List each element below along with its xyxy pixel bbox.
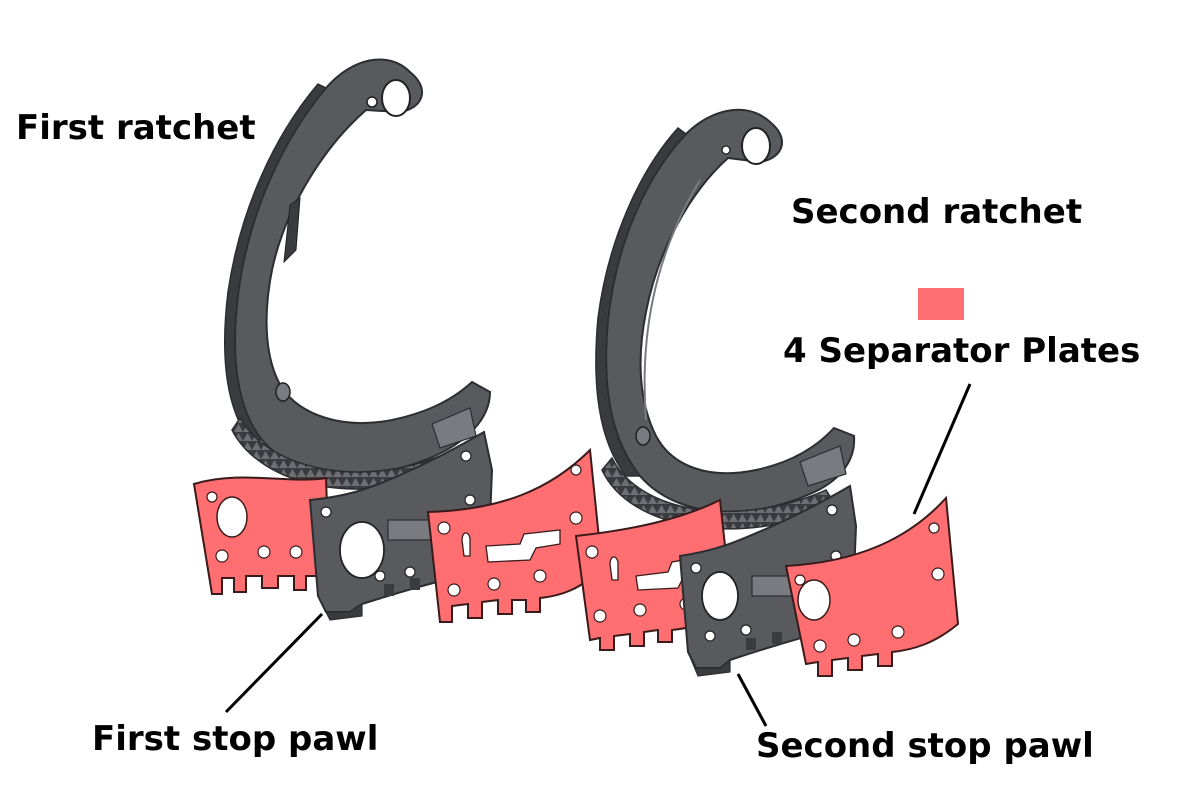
first-ratchet-label: First ratchet: [16, 108, 256, 148]
separator-plate-2: [426, 447, 604, 623]
second-ratchet: [595, 108, 856, 530]
separator-plate-color-swatch: [918, 288, 964, 320]
leader-line-first-pawl: [224, 612, 324, 714]
second-stop-pawl-label: Second stop pawl: [756, 726, 1094, 766]
separator-plate-1: [192, 476, 332, 595]
separator-plate-4: [784, 495, 960, 677]
leader-line-second-pawl: [736, 673, 768, 727]
separator-plates-label: 4 Separator Plates: [783, 331, 1141, 371]
first-ratchet: [223, 58, 492, 490]
leader-line-plates: [912, 383, 972, 515]
second-ratchet-label: Second ratchet: [791, 192, 1083, 232]
first-stop-pawl-label: First stop pawl: [92, 719, 379, 759]
